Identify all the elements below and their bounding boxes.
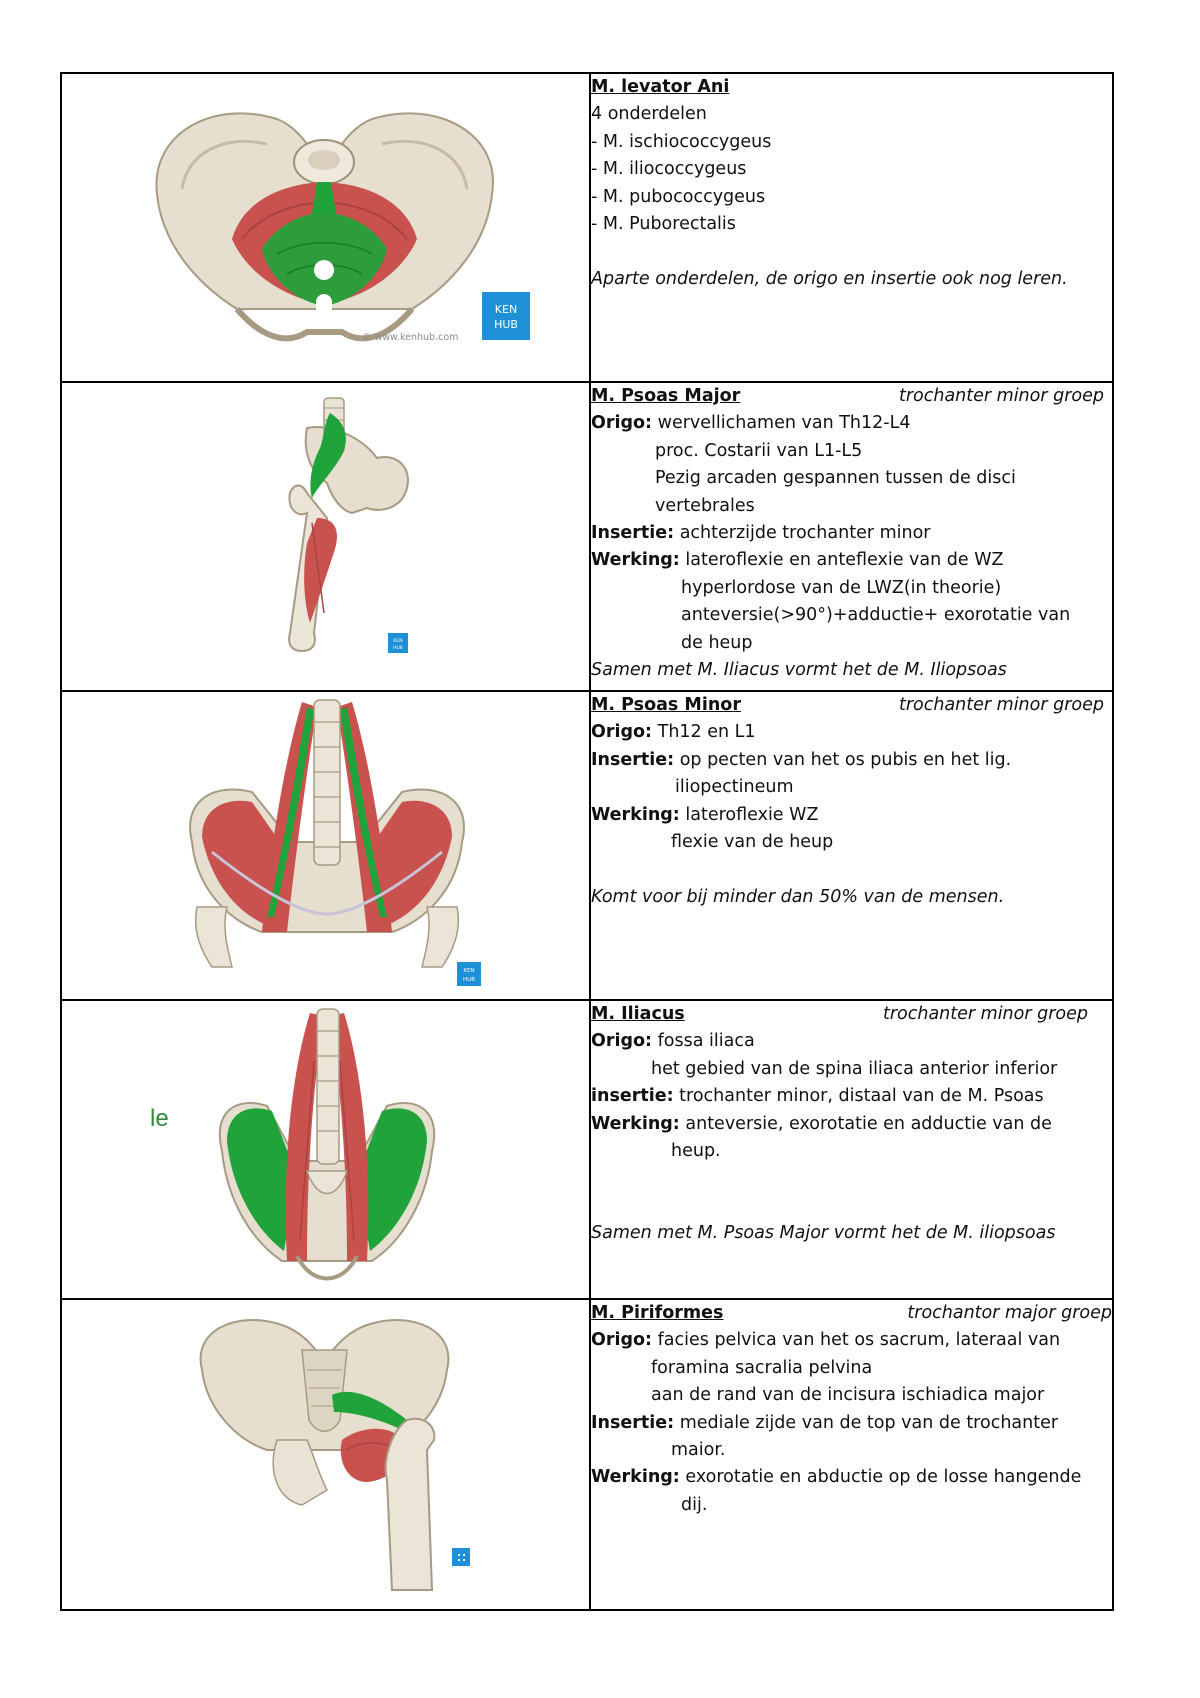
text-line: vertebrales xyxy=(655,495,755,516)
field-label: Origo: xyxy=(591,722,653,743)
field-label: Werking: xyxy=(591,1113,680,1134)
psoas-minor-illustration: KEN HUB xyxy=(189,699,481,986)
piriformis-illustration xyxy=(199,1319,470,1591)
muscle-title: M. Psoas Major xyxy=(591,386,741,406)
iliacus-illustration xyxy=(218,1008,436,1281)
kenhub-logo: KEN HUB xyxy=(482,292,530,340)
image-cell: KEN HUB xyxy=(60,381,591,692)
image-cell xyxy=(60,1298,591,1611)
blank-line xyxy=(591,856,1112,883)
svg-text:KEN: KEN xyxy=(495,303,517,316)
description-cell: M. levator Ani 4 onderdelen - M. ischioc… xyxy=(589,72,1114,383)
text-line: 4 onderdelen xyxy=(591,104,707,125)
svg-text:HUB: HUB xyxy=(494,318,518,331)
field-value: mediale zijde van de top van de trochant… xyxy=(674,1412,1059,1433)
image-cell: le xyxy=(60,999,591,1300)
field-label: insertie: xyxy=(591,1086,674,1107)
blank-line xyxy=(591,238,1112,265)
note-line: Samen met M. Iliacus vormt het de M. Ili… xyxy=(591,660,1007,681)
svg-text:KEN: KEN xyxy=(393,638,402,644)
note-line: Samen met M. Psoas Major vormt het de M.… xyxy=(591,1223,1056,1244)
muscle-title: M. levator Ani xyxy=(591,77,730,97)
text-line: maior. xyxy=(671,1440,726,1461)
svg-text:KEN: KEN xyxy=(463,968,474,974)
field-label: Insertie: xyxy=(591,523,675,544)
field-value: fossa iliaca xyxy=(652,1031,755,1052)
text-line: aan de rand van de incisura ischiadica m… xyxy=(651,1385,1045,1406)
text-line: Pezig arcaden gespannen tussen de disci xyxy=(655,468,1016,489)
text-line: de heup xyxy=(681,632,753,653)
muscle-group: trochanter minor groep xyxy=(882,1004,1088,1024)
note-line: Komt voor bij minder dan 50% van de mens… xyxy=(591,886,1005,907)
field-label: Insertie: xyxy=(591,749,675,770)
field-label: Origo: xyxy=(591,413,653,434)
field-value: Th12 en L1 xyxy=(652,722,756,743)
table-row: KEN HUB M. Psoas Major trochanter minor g… xyxy=(60,381,1114,692)
field-label: Werking: xyxy=(591,550,680,571)
blank-line xyxy=(591,1165,1112,1192)
svg-text:HUB: HUB xyxy=(393,645,403,651)
kenhub-logo: KEN HUB xyxy=(457,962,481,986)
text-line: - M. Puborectalis xyxy=(591,214,736,235)
psoas-major-illustration: KEN HUB xyxy=(288,397,409,653)
text-line: het gebied van de spina iliaca anterior … xyxy=(651,1058,1058,1079)
muscle-title: M. Piriformes xyxy=(591,1303,724,1323)
muscle-title: M. Psoas Minor xyxy=(591,695,741,715)
text-line: - M. ischiococcygeus xyxy=(591,131,772,152)
text-line: anteversie(>90°)+adductie+ exorotatie va… xyxy=(681,605,1071,626)
description-cell: M. Piriformes trochantor major groep Orig… xyxy=(589,1298,1114,1611)
watermark-text: © www.kenhub.com xyxy=(362,332,458,343)
field-value: anteversie, exorotatie en adductie van d… xyxy=(679,1113,1052,1134)
image-cell: © www.kenhub.com KEN HUB xyxy=(60,72,591,383)
field-label: Werking: xyxy=(591,1467,680,1488)
table-row: M. Piriformes trochantor major groep Orig… xyxy=(60,1298,1114,1611)
note-line: Aparte onderdelen, de origo en insertie … xyxy=(591,268,1068,289)
muscle-group: trochanter minor groep xyxy=(898,386,1104,406)
field-label: Origo: xyxy=(591,1330,653,1351)
text-line: proc. Costarii van L1-L5 xyxy=(655,440,863,461)
text-line: dij. xyxy=(681,1494,708,1515)
muscle-group: trochantor major groep xyxy=(907,1303,1112,1323)
field-value: lateroflexie en anteflexie van de WZ xyxy=(679,550,1004,571)
muscle-group: trochanter minor groep xyxy=(898,695,1104,715)
field-label: Werking: xyxy=(591,804,680,825)
text-line: heup. xyxy=(671,1141,721,1162)
text-line: hyperlordose van de LWZ(in theorie) xyxy=(681,577,1002,598)
table-row: KEN HUB M. Psoas Minor trochanter minor g… xyxy=(60,690,1114,1001)
kenhub-logo xyxy=(452,1548,470,1566)
table-row: © www.kenhub.com KEN HUB M. levator Ani … xyxy=(60,72,1114,383)
field-value: facies pelvica van het os sacrum, latera… xyxy=(652,1330,1061,1351)
muscle-title: M. Iliacus xyxy=(591,1004,685,1024)
pelvic-floor-illustration: © www.kenhub.com KEN HUB xyxy=(155,112,530,343)
field-value: trochanter minor, distaal van de M. Psoa… xyxy=(673,1086,1044,1107)
field-label: Insertie: xyxy=(591,1412,675,1433)
blank-line xyxy=(591,1193,1112,1220)
text-line: - M. iliococcygeus xyxy=(591,159,747,180)
field-label: Origo: xyxy=(591,1031,653,1052)
table-row: le M. Iliacus trochanter minor groep xyxy=(60,999,1114,1300)
field-value: lateroflexie WZ xyxy=(679,804,819,825)
image-cell: KEN HUB xyxy=(60,690,591,1001)
kenhub-logo: KEN HUB xyxy=(388,633,408,653)
description-cell: M. Psoas Major trochanter minor groep Ori… xyxy=(589,381,1114,692)
margin-note: le xyxy=(150,1105,169,1132)
description-cell: M. Psoas Minor trochanter minor groep Ori… xyxy=(589,690,1114,1001)
field-value: exorotatie en abductie op de losse hange… xyxy=(679,1467,1082,1488)
field-value: op pecten van het os pubis en het lig. xyxy=(674,749,1012,770)
text-line: - M. pubococcygeus xyxy=(591,186,766,207)
svg-text:HUB: HUB xyxy=(463,977,475,983)
field-value: achterzijde trochanter minor xyxy=(674,523,931,544)
text-line: flexie van de heup xyxy=(671,832,834,853)
text-line: iliopectineum xyxy=(675,777,794,798)
muscle-table: © www.kenhub.com KEN HUB M. levator Ani … xyxy=(60,72,1114,1611)
field-value: wervellichamen van Th12-L4 xyxy=(652,413,911,434)
text-line: foramina sacralia pelvina xyxy=(651,1357,873,1378)
